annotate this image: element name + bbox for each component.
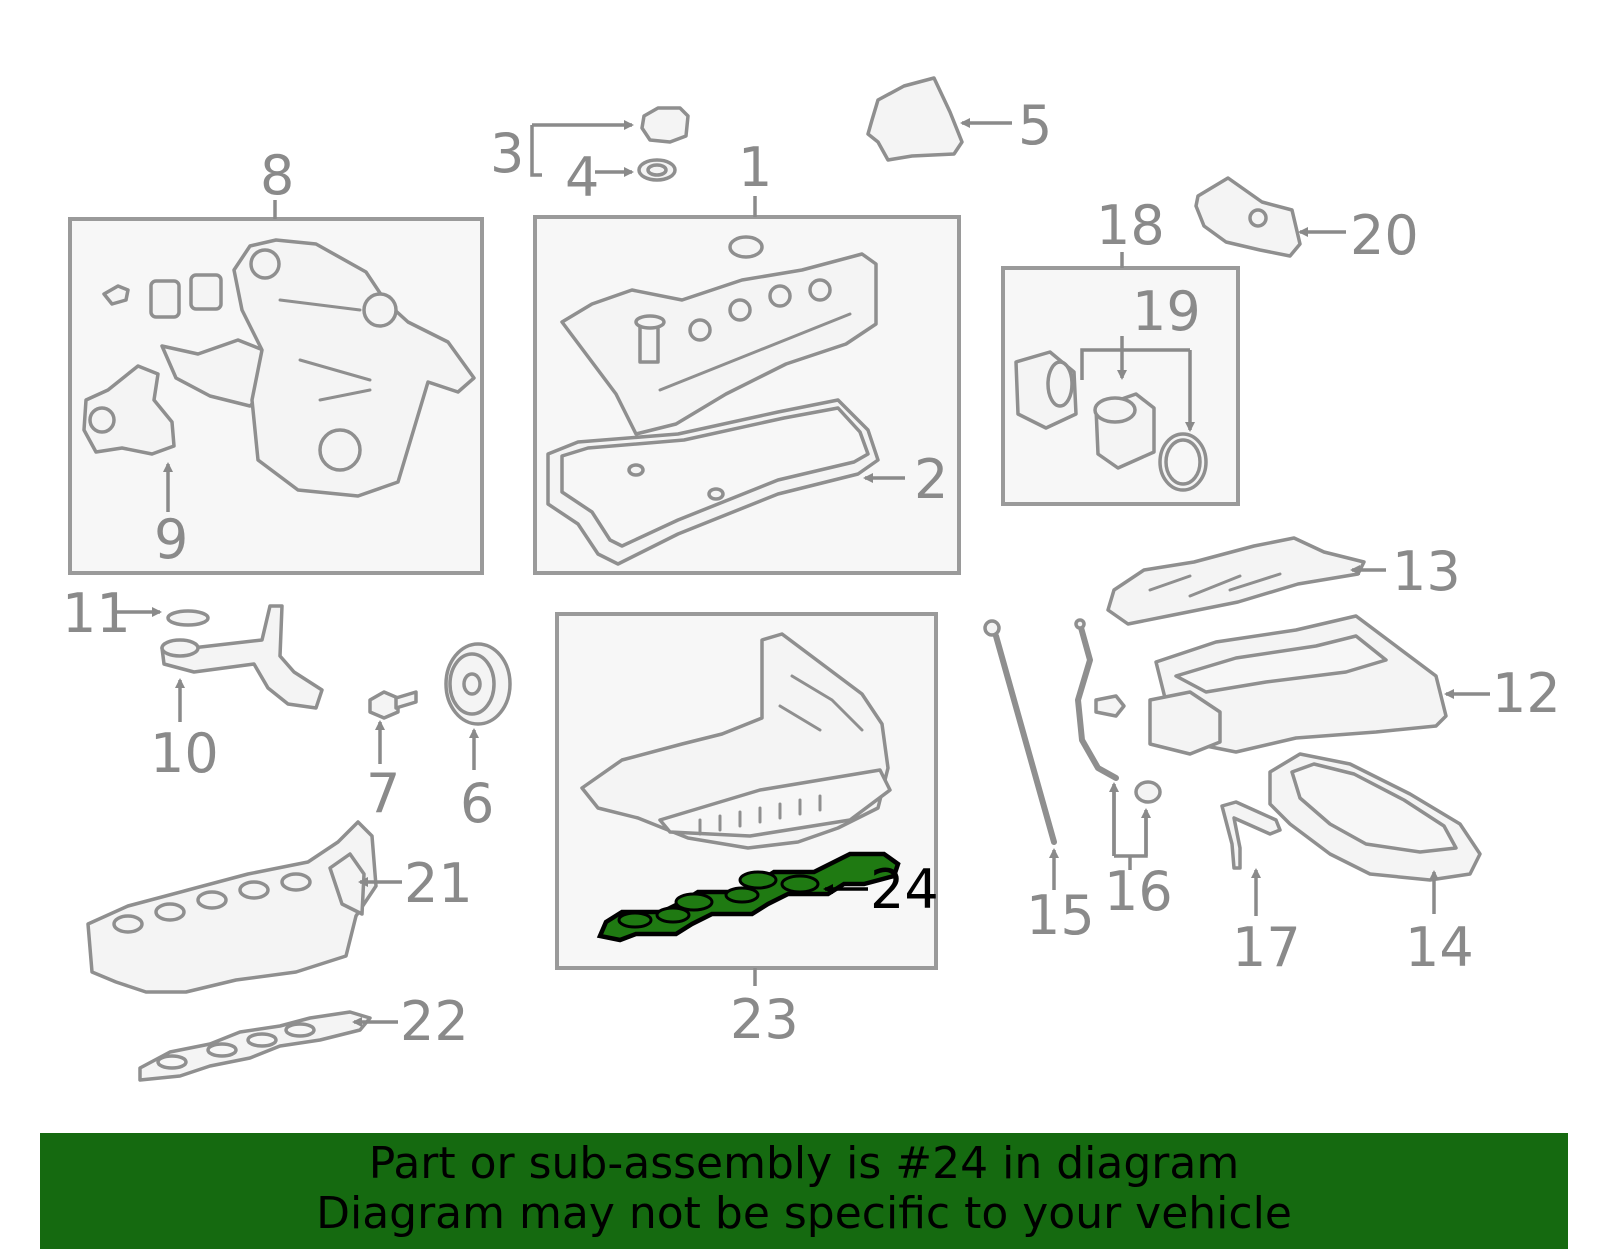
callout-24: 24 <box>870 858 939 921</box>
intake-plenum-box <box>555 612 938 986</box>
callout-4: 4 <box>565 146 599 209</box>
oil-dipstick <box>983 619 1059 890</box>
oil-pan-upper <box>1148 614 1490 756</box>
dipstick-tube <box>1074 618 1162 870</box>
callout-15: 15 <box>1026 884 1095 947</box>
callout-9: 9 <box>154 508 188 571</box>
callout-10: 10 <box>150 722 219 785</box>
banner-disclaimer: Diagram may not be specific to your vehi… <box>316 1188 1292 1239</box>
timing-cover-assembly-box <box>68 200 484 575</box>
callout-13: 13 <box>1392 540 1461 603</box>
callout-labels: 1 2 3 4 5 6 7 8 9 10 11 12 13 14 15 16 1… <box>62 94 1561 1053</box>
info-banner: Part or sub-assembly is #24 in diagram D… <box>40 1133 1568 1249</box>
callout-3: 3 <box>490 122 524 185</box>
oil-filler-cap-group <box>530 106 690 182</box>
callout-8: 8 <box>260 144 294 207</box>
callout-7: 7 <box>366 762 400 825</box>
callout-12: 12 <box>1492 662 1561 725</box>
oil-pan-baffle <box>1106 536 1386 626</box>
intake-gasket-24[interactable] <box>596 851 901 943</box>
bolt-7 <box>368 690 418 764</box>
callout-22: 22 <box>400 990 469 1053</box>
crankshaft-pulley <box>444 642 512 770</box>
engine-mount-bracket <box>866 76 1012 162</box>
callout-5: 5 <box>1018 94 1052 157</box>
callout-2: 2 <box>914 448 948 511</box>
oil-strainer-group <box>112 604 324 722</box>
callout-18: 18 <box>1096 194 1165 257</box>
callout-20: 20 <box>1350 204 1419 267</box>
callout-19: 19 <box>1132 280 1201 343</box>
callout-6: 6 <box>460 772 494 835</box>
intake-manifold <box>86 820 402 994</box>
oil-pan-lower <box>1268 752 1482 914</box>
callout-23: 23 <box>730 988 799 1051</box>
callout-16: 16 <box>1104 860 1173 923</box>
dipstick-guide <box>1220 800 1282 916</box>
callout-21: 21 <box>404 852 473 915</box>
intake-manifold-gasket <box>138 1010 398 1082</box>
callout-17: 17 <box>1232 916 1301 979</box>
oil-filter-bracket <box>1194 176 1346 258</box>
valve-cover-box <box>533 196 961 575</box>
callout-14: 14 <box>1405 916 1474 979</box>
callout-1: 1 <box>738 136 772 199</box>
banner-part-note: Part or sub-assembly is #24 in diagram <box>368 1138 1240 1189</box>
oil-filter-box <box>1001 252 1240 506</box>
callout-11: 11 <box>62 582 131 645</box>
